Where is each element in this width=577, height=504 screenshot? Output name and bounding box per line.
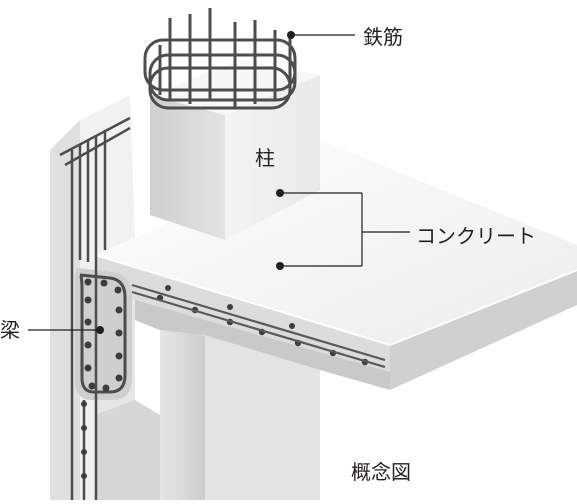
label-column: 柱 (255, 146, 275, 170)
slab-top (95, 140, 577, 345)
slab-rebar-lines (131, 283, 386, 369)
column-rebar-cage (143, 8, 297, 110)
beam-cross-section (75, 267, 132, 400)
leader-lines (28, 34, 410, 331)
label-concrete: コンクリート (416, 224, 536, 248)
wall-rebar (59, 116, 131, 500)
wall-rebar-dots (81, 401, 87, 479)
leader-dots (96, 31, 295, 334)
caption: 概念図 (351, 460, 411, 484)
label-beam: 梁 (0, 318, 20, 342)
label-rebar: 鉄筋 (363, 25, 403, 49)
